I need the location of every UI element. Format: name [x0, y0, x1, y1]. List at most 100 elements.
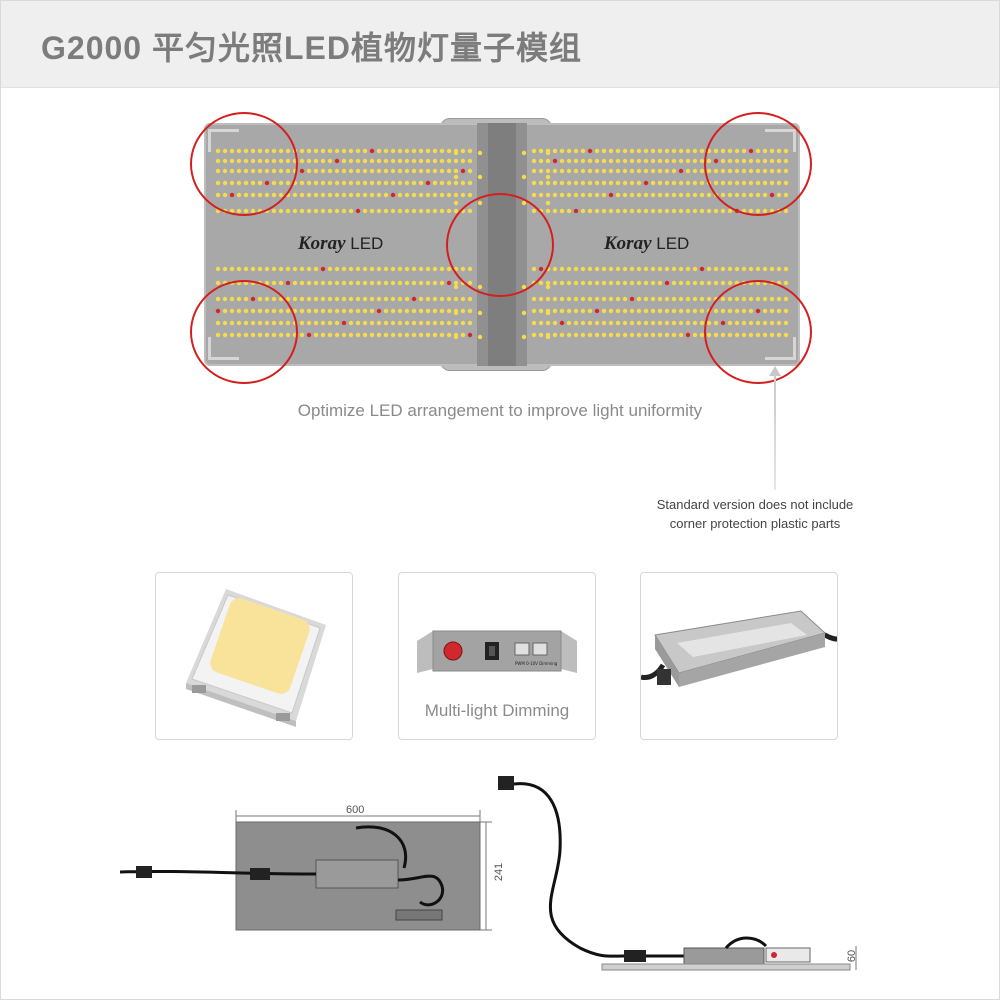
led-dot: [531, 308, 537, 314]
led-dot: [327, 192, 333, 198]
led-dot: [355, 180, 361, 186]
led-dot: [432, 320, 438, 326]
led-dot: [460, 180, 466, 186]
led-dot: [566, 180, 572, 186]
led-dot: [292, 192, 298, 198]
led-dot: [671, 332, 677, 338]
led-dot: [762, 266, 768, 272]
led-dot: [559, 180, 565, 186]
led-dot: [453, 310, 459, 316]
led-dot: [327, 158, 333, 164]
led-dot: [348, 266, 354, 272]
led-dot: [299, 192, 305, 198]
led-dot: [264, 266, 270, 272]
led-dot: [299, 320, 305, 326]
led-dot: [306, 180, 312, 186]
led-dot: [636, 208, 642, 214]
led-dot: [552, 296, 558, 302]
led-dot: [615, 296, 621, 302]
led-dot: [657, 180, 663, 186]
led-dot: [313, 148, 319, 154]
led-dot: [313, 180, 319, 186]
led-dot: [299, 158, 305, 164]
led-dot: [341, 148, 347, 154]
led-dot: [299, 168, 305, 174]
brand-script: Koray: [298, 233, 346, 254]
led-dot: [559, 296, 565, 302]
led-dot: [369, 208, 375, 214]
led-dot: [376, 168, 382, 174]
led-dot: [467, 168, 473, 174]
led-dot: [755, 266, 761, 272]
led-dot: [608, 192, 614, 198]
led-dot: [320, 180, 326, 186]
led-dot: [411, 208, 417, 214]
led-dot: [306, 208, 312, 214]
led-dot: [390, 148, 396, 154]
led-dot: [608, 168, 614, 174]
led-dot: [397, 332, 403, 338]
led-dot: [425, 296, 431, 302]
led-dot: [545, 296, 551, 302]
led-dot: [692, 266, 698, 272]
led-dot: [383, 148, 389, 154]
led-dot: [439, 332, 445, 338]
led-dot: [615, 148, 621, 154]
led-dot: [650, 192, 656, 198]
led-dot: [580, 192, 586, 198]
led-dot: [425, 308, 431, 314]
led-dot: [531, 168, 537, 174]
led-dot: [657, 158, 663, 164]
led-dot: [376, 332, 382, 338]
led-dot: [573, 332, 579, 338]
led-dot: [713, 266, 719, 272]
led-dot: [313, 332, 319, 338]
led-dot: [573, 180, 579, 186]
led-dot: [327, 208, 333, 214]
led-dot: [650, 208, 656, 214]
led-dot: [453, 200, 459, 206]
led-dot: [545, 192, 551, 198]
led-dot: [446, 332, 452, 338]
led-dot: [608, 158, 614, 164]
led-dot: [348, 280, 354, 286]
led-dot: [545, 168, 551, 174]
led-dot: [334, 192, 340, 198]
led-dot: [608, 308, 614, 314]
led-dot: [390, 168, 396, 174]
led-dot: [453, 280, 459, 286]
highlight-ring: [190, 280, 298, 384]
led-dot: [460, 308, 466, 314]
led-dot: [362, 280, 368, 286]
led-dot: [404, 280, 410, 286]
led-dot: [418, 208, 424, 214]
led-dot: [411, 320, 417, 326]
led-dot: [418, 308, 424, 314]
led-dot: [587, 332, 593, 338]
led-dot: [432, 192, 438, 198]
led-dot: [383, 168, 389, 174]
led-dot: [397, 320, 403, 326]
led-dot: [601, 208, 607, 214]
led-dot: [643, 280, 649, 286]
led-dot: [629, 296, 635, 302]
led-dot: [313, 308, 319, 314]
led-dot: [390, 180, 396, 186]
led-dot: [362, 266, 368, 272]
led-dot: [453, 158, 459, 164]
led-dot: [657, 266, 663, 272]
led-dot: [327, 296, 333, 302]
led-dot: [671, 280, 677, 286]
led-dot: [369, 158, 375, 164]
led-dot: [615, 266, 621, 272]
led-dot: [418, 180, 424, 186]
led-dot: [748, 266, 754, 272]
led-dot: [671, 266, 677, 272]
led-dot: [531, 296, 537, 302]
led-dot: [685, 280, 691, 286]
led-dot: [327, 168, 333, 174]
led-dot: [692, 158, 698, 164]
led-dot: [334, 308, 340, 314]
led-dot: [657, 332, 663, 338]
led-dot: [411, 332, 417, 338]
